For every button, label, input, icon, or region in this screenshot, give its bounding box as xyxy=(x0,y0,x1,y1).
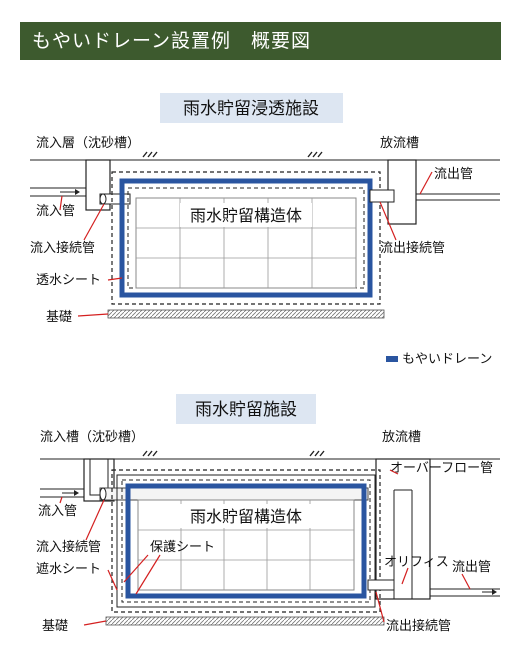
label-waterproof-sheet: 遮水シート xyxy=(36,561,101,577)
diagram2-title-box xyxy=(176,394,316,424)
label-protective-sheet: 保護シート xyxy=(150,539,215,555)
label-overflow-pipe: オーバーフロー管 xyxy=(390,461,493,476)
leader-lines-2 xyxy=(59,469,471,626)
structure-label: 雨水貯留構造体 xyxy=(190,206,302,225)
label-inflow-pipe: 流入管 xyxy=(36,204,75,219)
inflow-arrow-head xyxy=(75,189,80,195)
label-inflow-layer: 流入層（沈砂槽） xyxy=(36,136,140,151)
legend-label: もやいドレーン xyxy=(402,352,492,367)
label-permeable-sheet: 透水シート xyxy=(36,273,101,288)
outflow-arrow-head xyxy=(492,589,497,595)
outer-dashed-envelope xyxy=(111,171,381,305)
label-discharge-tank: 放流槽 xyxy=(380,136,419,151)
label-inflow-tank: 流入槽（沈砂槽） xyxy=(40,430,144,445)
ground-hatch-marks-2 xyxy=(142,450,325,457)
outflow-connection-pipe-2 xyxy=(367,579,395,591)
structure-label-bg-2 xyxy=(180,504,312,528)
discharge-tank-2 xyxy=(375,458,431,600)
label-foundation: 基礎 xyxy=(46,310,72,325)
label-foundation-2: 基礎 xyxy=(42,619,68,634)
diagram-infiltration: 雨水貯留浸透施設 雨水貯留構造体 xyxy=(30,93,500,325)
moyai-drain-frame-2 xyxy=(125,483,367,599)
legend: もやいドレーン xyxy=(386,352,492,367)
legend-swatch xyxy=(386,356,398,362)
diagram-storage: 雨水貯留施設 雨水貯留構造体 xyxy=(36,394,500,634)
moyai-drain-frame xyxy=(119,178,373,298)
inflow-connection-pipe-2-end xyxy=(99,487,107,501)
structure-label-2: 雨水貯留構造体 xyxy=(190,507,302,526)
waterproof-sheet-line xyxy=(116,474,376,608)
label-orifice: オリフィス xyxy=(384,555,449,570)
outer-dashed-envelope-2 xyxy=(111,469,381,613)
label-inflow-connection: 流入接続管 xyxy=(30,240,95,256)
diagram1-title-box xyxy=(160,93,343,123)
leader-lines xyxy=(59,171,433,317)
protective-sheet-line xyxy=(121,479,371,603)
inflow-connection-pipe-end xyxy=(99,193,107,205)
label-outflow-pipe-2: 流出管 xyxy=(452,560,491,575)
label-outflow-pipe: 流出管 xyxy=(434,167,473,182)
page-title: もやいドレーン設置例 概要図 xyxy=(32,30,312,52)
inflow-tank-inner xyxy=(89,458,109,496)
foundation-slab xyxy=(107,309,385,319)
foundation-slab-2 xyxy=(105,616,385,626)
label-outflow-connection: 流出接続管 xyxy=(380,240,445,256)
outflow-connection-pipe xyxy=(369,189,395,203)
inflow-chamber xyxy=(85,159,111,211)
ground-hatch-marks xyxy=(142,151,323,158)
inflow-arrow-2-head xyxy=(74,490,79,496)
diagram1-title: 雨水貯留浸透施設 xyxy=(183,99,319,119)
label-inflow-pipe-2: 流入管 xyxy=(38,504,77,519)
diagram2-title: 雨水貯留施設 xyxy=(195,400,297,420)
page-title-banner: もやいドレーン設置例 概要図 xyxy=(20,22,501,60)
inflow-connection-pipe-2 xyxy=(99,487,369,501)
label-discharge-tank-2: 放流槽 xyxy=(382,430,421,445)
label-inflow-connection-2: 流入接続管 xyxy=(36,539,101,555)
label-outflow-connection-2: 流出接続管 xyxy=(386,618,451,634)
structure-label-bg xyxy=(180,203,312,227)
